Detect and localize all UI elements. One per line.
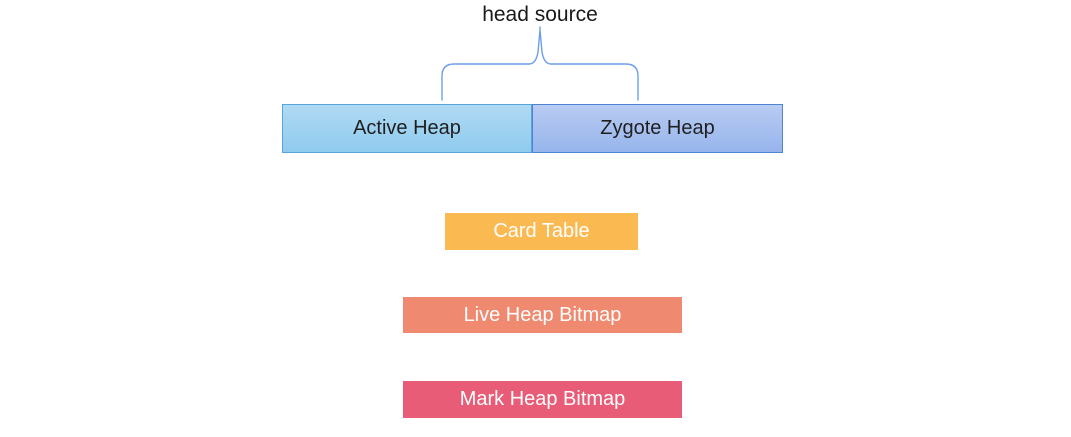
brace-icon: [441, 26, 639, 101]
zygote-heap-label: Zygote Heap: [600, 117, 715, 139]
active-heap-label: Active Heap: [353, 117, 461, 139]
card-table-box: Card Table: [445, 213, 638, 250]
head-source-label: head source: [482, 3, 598, 26]
live-heap-bitmap-box: Live Heap Bitmap: [403, 297, 682, 333]
mark-heap-bitmap-box: Mark Heap Bitmap: [403, 381, 682, 418]
brace-path: [441, 26, 639, 101]
mark-heap-bitmap-label: Mark Heap Bitmap: [459, 388, 626, 410]
live-heap-bitmap-label: Live Heap Bitmap: [463, 303, 622, 326]
zygote-heap-box: Zygote Heap: [532, 104, 783, 153]
active-heap-box: Active Heap: [282, 104, 532, 153]
card-table-label: Card Table: [493, 220, 590, 242]
